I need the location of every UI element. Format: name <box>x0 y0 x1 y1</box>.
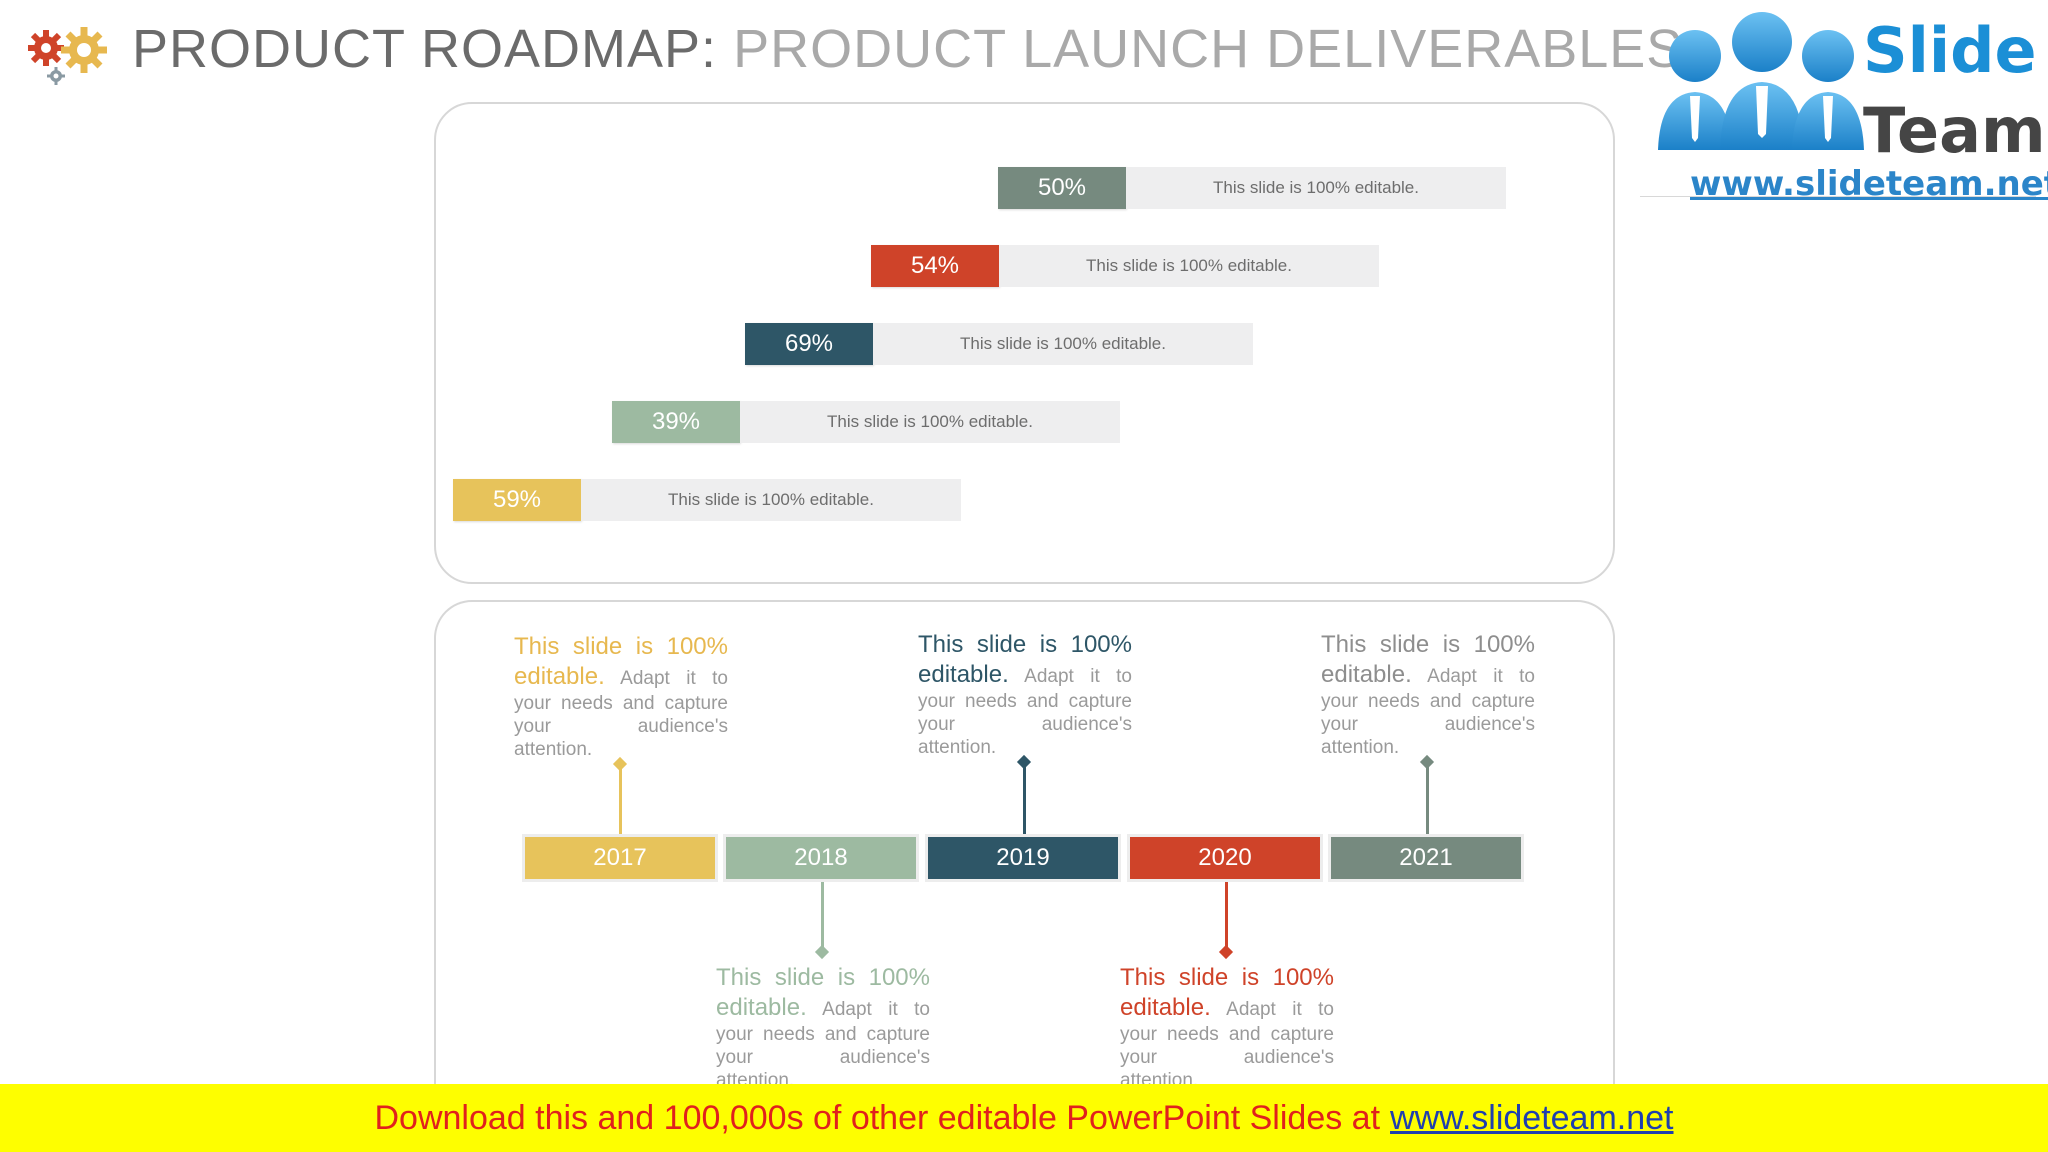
people-icon <box>1658 12 1864 150</box>
note-head: This slide is 100% editable. <box>514 633 728 690</box>
timeline-note: This slide is 100% editable. Adapt it to… <box>1321 630 1535 759</box>
timeline-connector <box>1426 762 1429 834</box>
progress-text: This slide is 100% editable. <box>740 401 1120 443</box>
note-head: This slide is 100% editable. <box>1120 964 1334 1021</box>
note-head: This slide is 100% editable. <box>716 964 930 1021</box>
timeline-connector <box>1225 882 1228 952</box>
logo-word-slide: Slide <box>1863 14 2037 87</box>
timeline-connector <box>1023 762 1026 834</box>
progress-text: This slide is 100% editable. <box>1126 167 1506 209</box>
progress-percent: 69% <box>745 323 873 365</box>
progress-percent: 39% <box>612 401 740 443</box>
timeline-note: This slide is 100% editable. Adapt it to… <box>918 630 1132 759</box>
page-title: PRODUCT ROADMAP: PRODUCT LAUNCH DELIVERA… <box>132 18 1683 80</box>
progress-text: This slide is 100% editable. <box>999 245 1379 287</box>
title-main: PRODUCT ROADMAP: <box>132 19 718 79</box>
note-body: Adapt it to your needs and capture your … <box>514 668 728 760</box>
download-banner: Download this and 100,000s of other edit… <box>0 1084 2048 1152</box>
progress-percent: 59% <box>453 479 581 521</box>
timeline-connector <box>821 882 824 952</box>
title-sub: PRODUCT LAUNCH DELIVERABLES <box>733 19 1684 79</box>
note-head: This slide is 100% editable. <box>918 631 1132 688</box>
progress-text: This slide is 100% editable. <box>873 323 1253 365</box>
year-block-2020: 2020 <box>1127 834 1323 882</box>
progress-percent: 50% <box>998 167 1126 209</box>
logo-divider <box>1640 196 2036 197</box>
year-block-2021: 2021 <box>1328 834 1524 882</box>
timeline-note: This slide is 100% editable. Adapt it to… <box>514 632 728 761</box>
banner-link[interactable]: www.slideteam.net <box>1390 1098 1674 1137</box>
timeline-note: This slide is 100% editable. Adapt it to… <box>1120 963 1334 1092</box>
timeline-note: This slide is 100% editable. Adapt it to… <box>716 963 930 1092</box>
timeline-connector <box>619 764 622 834</box>
progress-percent: 54% <box>871 245 999 287</box>
note-body: Adapt it to your needs and capture your … <box>918 666 1132 758</box>
logo-word-team: Team <box>1863 94 2046 167</box>
year-block-2018: 2018 <box>723 834 919 882</box>
banner-text: Download this and 100,000s of other edit… <box>374 1098 1381 1137</box>
note-body: Adapt it to your needs and capture your … <box>1321 666 1535 758</box>
year-block-2017: 2017 <box>522 834 718 882</box>
note-head: This slide is 100% editable. <box>1321 631 1535 688</box>
year-block-2019: 2019 <box>925 834 1121 882</box>
gears-icon <box>28 27 107 85</box>
logo-url-link[interactable]: www.slideteam.net <box>1690 164 2048 204</box>
progress-text: This slide is 100% editable. <box>581 479 961 521</box>
